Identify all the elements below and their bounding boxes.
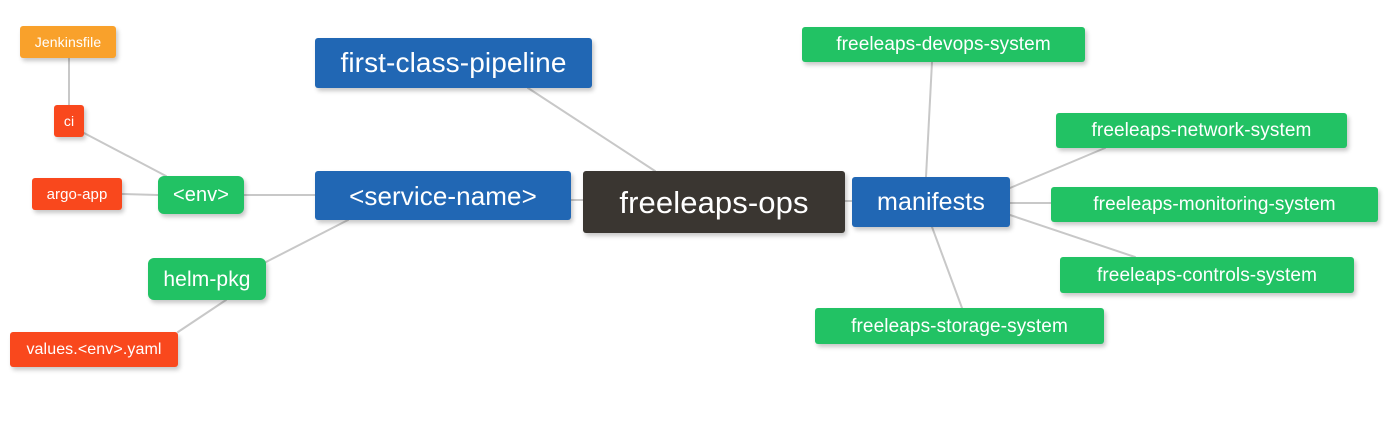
node-freeleaps-ops[interactable]: freeleaps-ops: [583, 171, 845, 233]
node-manifests[interactable]: manifests: [852, 177, 1010, 227]
node-label: freeleaps-controls-system: [1096, 264, 1318, 286]
node-first-class-pipeline[interactable]: first-class-pipeline: [315, 38, 592, 88]
node-label: manifests: [877, 187, 985, 216]
node-label: first-class-pipeline: [340, 47, 567, 78]
node-values-yaml[interactable]: values.<env>.yaml: [10, 332, 178, 367]
edge-manifests-devops: [925, 61, 933, 178]
node-helm-pkg[interactable]: helm-pkg: [148, 258, 266, 300]
node-jenkinsfile[interactable]: Jenkinsfile: [20, 26, 116, 58]
node-controls-system[interactable]: freeleaps-controls-system: [1060, 257, 1354, 293]
edge-ci-env: [83, 132, 167, 177]
node-label: freeleaps-network-system: [1091, 120, 1312, 141]
node-label: freeleaps-storage-system: [851, 315, 1068, 337]
edge-helmpkg-servicename: [265, 219, 349, 263]
edge-valuesyaml-helmpkg: [177, 299, 227, 333]
node-service-name[interactable]: <service-name>: [315, 171, 571, 220]
node-label: freeleaps-devops-system: [836, 34, 1051, 55]
edge-manifests-storage: [931, 226, 963, 309]
node-label: ci: [63, 113, 75, 129]
node-monitoring-system[interactable]: freeleaps-monitoring-system: [1051, 187, 1378, 222]
node-label: values.<env>.yaml: [26, 340, 162, 358]
node-label: helm-pkg: [163, 267, 251, 291]
node-label: freeleaps-monitoring-system: [1093, 194, 1336, 215]
node-label: Jenkinsfile: [34, 34, 102, 50]
node-env[interactable]: <env>: [158, 176, 244, 214]
edge-firstclass-root: [527, 87, 656, 172]
node-storage-system[interactable]: freeleaps-storage-system: [815, 308, 1104, 344]
node-argo-app[interactable]: argo-app: [32, 178, 122, 210]
edge-manifests-network: [1009, 147, 1106, 189]
node-label: freeleaps-ops: [619, 184, 809, 220]
node-network-system[interactable]: freeleaps-network-system: [1056, 113, 1347, 148]
edge-argoapp-env: [121, 193, 159, 196]
node-label: argo-app: [46, 185, 108, 203]
node-devops-system[interactable]: freeleaps-devops-system: [802, 27, 1085, 62]
node-label: <service-name>: [349, 180, 537, 211]
node-ci[interactable]: ci: [54, 105, 84, 137]
node-label: <env>: [172, 184, 230, 206]
